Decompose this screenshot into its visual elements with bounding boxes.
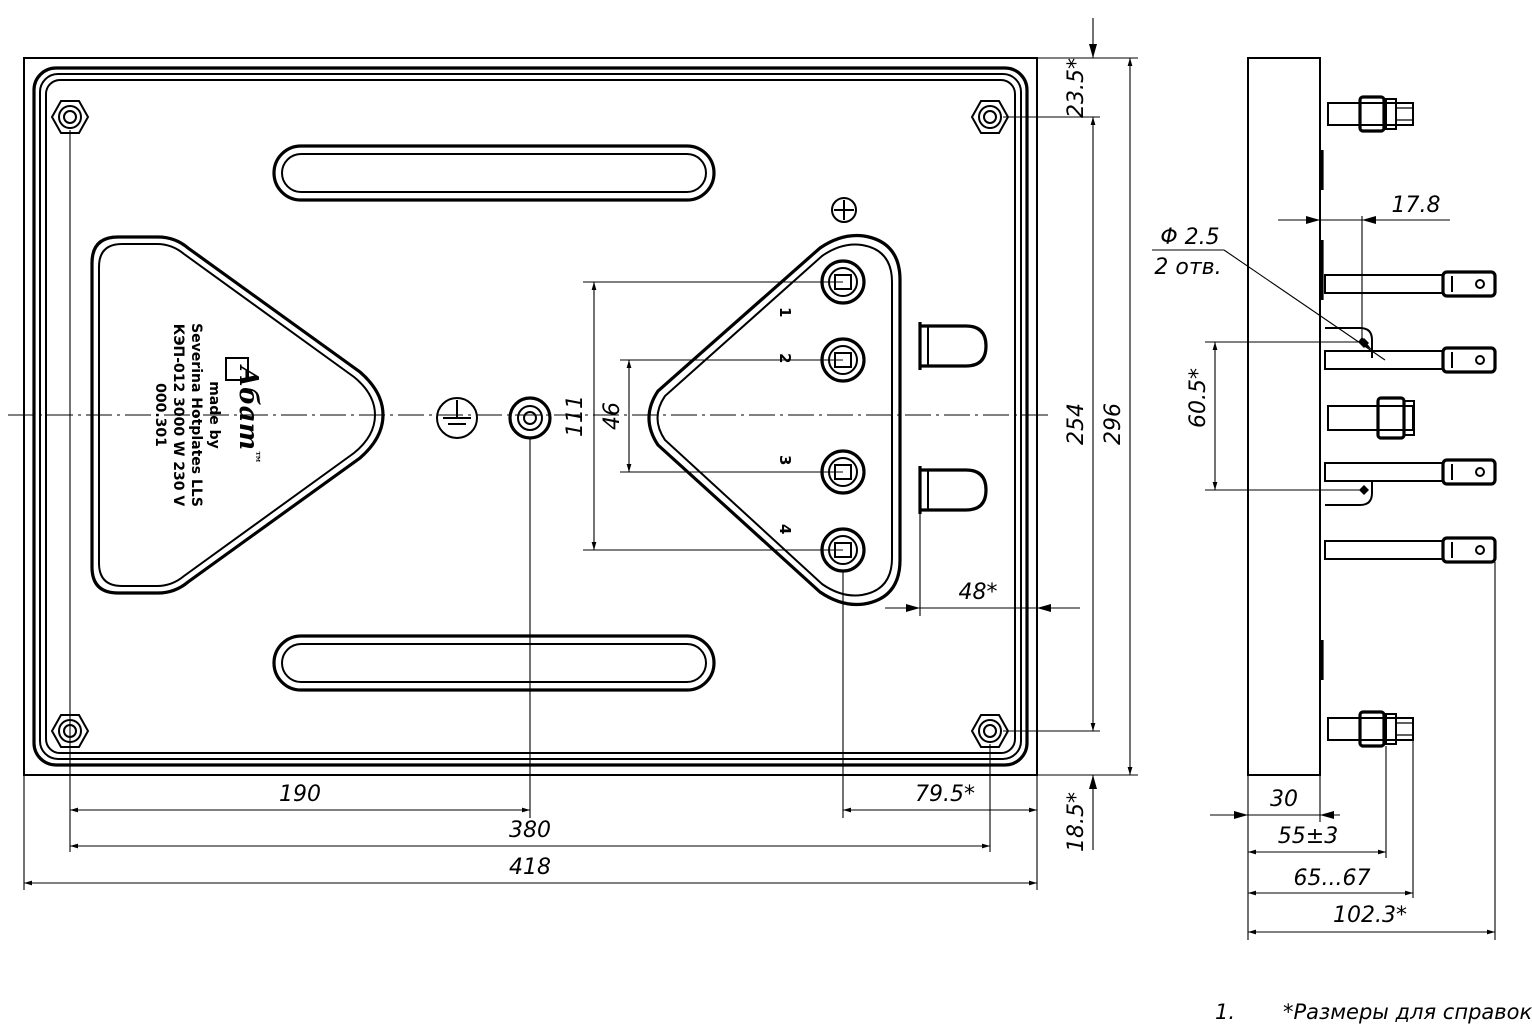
nameplate-maker: Severina Hotplates LLS [188, 323, 204, 507]
tube-terminal-1 [1324, 270, 1497, 298]
mounting-nut-bottom-right [970, 714, 1010, 748]
dim-30: 30 [1270, 787, 1298, 812]
dim-23-5: 23.5* [1064, 58, 1089, 118]
threaded-stud-middle [1327, 396, 1415, 440]
bracket-lower [918, 466, 988, 514]
dim-102-3: 102.3* [1333, 903, 1407, 928]
tube-terminal-4 [1324, 536, 1497, 564]
nameplate-made-by: made by [206, 381, 222, 449]
dim-48: 48* [959, 580, 998, 605]
dim-418: 418 [509, 855, 551, 880]
terminal-label-1: 1 [776, 307, 794, 317]
bracket-upper [918, 322, 988, 370]
front-view: Абат™ made by Severina Hotplates LLS КЭП… [8, 18, 1138, 890]
side-bracket-lower [1325, 481, 1373, 506]
nameplate-triangle: Абат™ made by Severina Hotplates LLS КЭП… [90, 235, 385, 595]
dim-79-5: 79.5* [915, 782, 975, 807]
dim-18-5: 18.5* [1064, 792, 1089, 852]
dim-two-holes: 2 отв. [1154, 255, 1221, 280]
dim-phi-2-5: Φ 2.5 [1160, 225, 1219, 250]
dim-17-8: 17.8 [1392, 193, 1441, 218]
tube-terminal-3 [1324, 458, 1497, 486]
dim-111: 111 [563, 395, 588, 437]
dim-190: 190 [279, 782, 321, 807]
nameplate-serial: 000.301 [152, 383, 168, 447]
dim-55: 55±3 [1278, 824, 1338, 849]
dim-380: 380 [509, 818, 551, 843]
center-stud [508, 396, 552, 440]
mounting-nut-top-right [970, 100, 1010, 134]
logo-square-icon [225, 357, 249, 381]
slot-bottom [272, 634, 716, 692]
nameplate-model: КЭП-012 3000 W 230 V [170, 324, 186, 507]
ground-mark-icon [831, 197, 857, 223]
dim-46: 46 [600, 402, 625, 430]
terminal-block [647, 233, 902, 607]
mounting-nut-top-left [50, 100, 90, 134]
threaded-stud-top [1327, 95, 1414, 133]
threaded-stud-bottom [1327, 710, 1414, 748]
dim-60-5: 60.5* [1186, 368, 1211, 428]
terminal-label-2: 2 [776, 353, 794, 363]
dim-65: 65...67 [1294, 866, 1371, 891]
note-number: 1. [1215, 1000, 1235, 1024]
terminal-label-3: 3 [776, 455, 794, 465]
side-view: 17.8 Φ 2.5 2 отв. 60.5* 30 55±3 65...67 … [1152, 57, 1497, 940]
note-text: *Размеры для справок. [1283, 1000, 1532, 1024]
side-plate [1247, 57, 1321, 776]
dim-254: 254 [1064, 403, 1089, 445]
tube-terminal-2 [1324, 346, 1497, 374]
ground-symbol-icon [436, 397, 478, 439]
trademark-mark: ™ [246, 450, 262, 464]
dim-296: 296 [1101, 403, 1126, 445]
slot-top [272, 144, 716, 202]
terminal-label-4: 4 [776, 524, 794, 534]
